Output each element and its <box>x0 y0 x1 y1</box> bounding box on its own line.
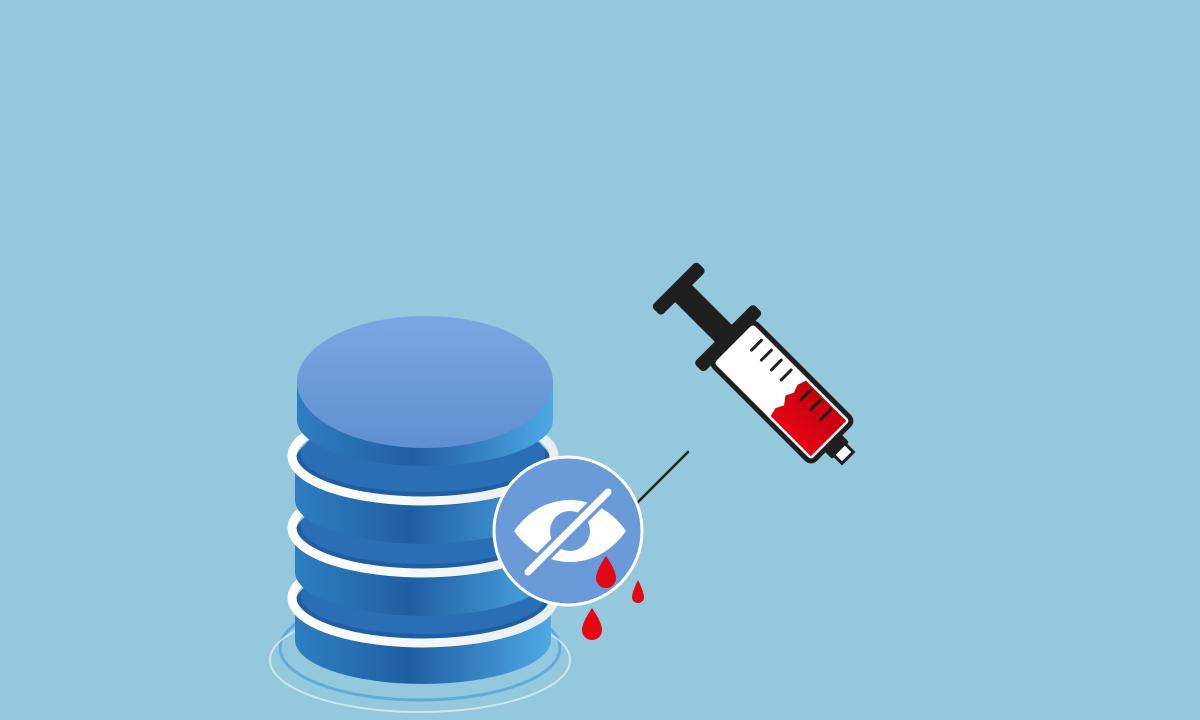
syringe-graduations <box>750 338 833 421</box>
eye-slash-icon <box>492 455 644 607</box>
syringe-icon <box>616 262 856 524</box>
syringe-plunger <box>673 283 734 344</box>
syringe-plunger-cap <box>652 262 705 315</box>
eye-slash <box>524 488 612 576</box>
database-disk-top <box>297 316 553 466</box>
database-icon <box>287 316 559 684</box>
blood-drops <box>582 556 644 640</box>
blood-drop-icon <box>596 556 616 588</box>
syringe-fluid <box>770 380 847 457</box>
blood-drop-icon <box>632 580 644 603</box>
syringe-flange <box>695 305 762 372</box>
blood-drop-icon <box>582 608 602 640</box>
